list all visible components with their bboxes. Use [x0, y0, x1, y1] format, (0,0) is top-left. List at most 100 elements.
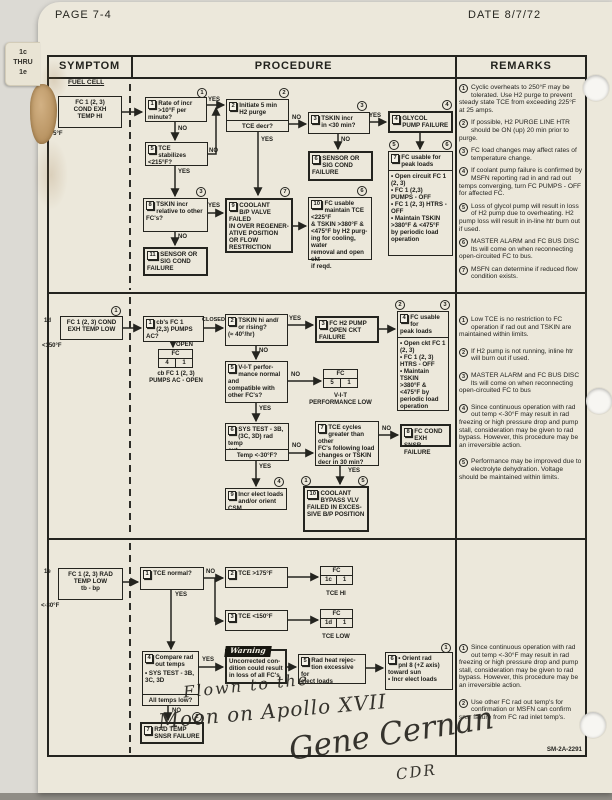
remark-ref-circle: 4	[442, 100, 452, 110]
remark-text: If possible, H2 PURGE LINE HTR should be…	[459, 119, 570, 142]
step-text: Initiate 5 min H2 purge	[239, 102, 278, 116]
step-text: COOLANT B/P VALVE FAILED IN OVER REGENER…	[229, 202, 289, 251]
step-number: 2	[228, 317, 237, 326]
branch-label-yes: YES	[369, 113, 382, 119]
step-number: 10	[307, 490, 319, 499]
step-number: 10	[311, 200, 323, 209]
remark-number: 3	[459, 147, 468, 157]
step-number: 2	[228, 570, 237, 579]
remark-text: Low TCE is no restriction to FC operatio…	[459, 316, 572, 339]
step-number: 1	[148, 100, 157, 109]
branch-label-yes: YES	[202, 657, 215, 663]
symptom-column-rule	[131, 55, 133, 78]
remark-text: If coolant pump failure is confirmed by …	[459, 167, 583, 198]
remark-text: Use other FC rad out temp's for confirma…	[459, 698, 572, 721]
panel-cell: 1	[342, 620, 347, 626]
remark-number: 2	[459, 347, 468, 357]
symptom-box-1e: FC 1 (2, 3) RAD TEMP LOW tb - bp	[58, 568, 123, 600]
remark-text: MASTER ALARM and FC BUS DISC lts will co…	[459, 371, 580, 395]
branch-label-no: NO	[259, 348, 268, 354]
remark-number: 2	[459, 698, 468, 708]
branch-label-yes: YES	[208, 97, 221, 103]
branch-label-yes: YES	[289, 316, 302, 322]
panel-cell: 5	[324, 379, 341, 387]
step-text: TSKIN incr in <30 min?	[321, 115, 356, 129]
step-text: TCE normal?	[153, 570, 192, 577]
step-text: • Orient rad pnl 8 (+Z axis) toward sun …	[388, 655, 440, 683]
branch-label-no: NO	[382, 426, 391, 432]
step-number: 1	[146, 319, 155, 328]
punch-hole	[586, 388, 612, 414]
column-header-symptom: SYMPTOM	[58, 60, 120, 72]
step-number: 3	[311, 115, 320, 124]
step-bullets: • Open circuit FC 1 (2, 3) • FC 1 (2,3) …	[389, 170, 452, 243]
step-number: 4	[400, 314, 409, 323]
symptom-text: FC 1 (2, 3) COND EXH TEMP HI	[73, 99, 107, 120]
flow-box-1e-6: 6• Orient rad pnl 8 (+Z axis) toward sun…	[385, 652, 453, 690]
symptom-threshold-1d: <150°F	[42, 343, 62, 349]
symptom-text: FC 1 (2, 3) COND EXH TEMP LOW	[66, 319, 117, 333]
step-bullets: • Open ckt FC 1 (2, 3) • FC 1 (2, 3) HTR…	[398, 337, 448, 410]
warning-text: Uncorrected con- dition could result in …	[229, 658, 283, 679]
remark-text: Since continuous operation with rad out …	[459, 644, 579, 689]
step-text: V-I-T perfor- mance normal and compatibl…	[228, 364, 281, 399]
remark-ref-circle: 2	[395, 300, 405, 310]
step-number: 11	[147, 251, 159, 260]
decision-sub-box: All temps low?	[141, 694, 200, 707]
branch-label-no: NO	[178, 234, 187, 240]
branch-label-no: NO	[178, 126, 187, 132]
panel-caption: TCE LOW	[322, 634, 350, 640]
step-number: 9	[228, 491, 237, 500]
branch-label-yes: YES	[178, 169, 191, 175]
scan-edge-shadow	[0, 793, 612, 800]
panel-cell: 1	[342, 577, 347, 583]
remark-ref-circle: 6	[442, 140, 452, 150]
step-text: TCE stabilizes <215°F?	[148, 145, 187, 166]
step-text: SENSOR OR SIG COND FAILURE	[312, 155, 360, 176]
panel-caption: V-I-T PERFORMANCE LOW	[309, 393, 372, 406]
step-number: 5	[301, 657, 310, 666]
remark-ref-circle: 7	[280, 187, 290, 197]
step-text: COOLANT BYPASS VLV FAILED IN EXCES- SIVE…	[307, 490, 365, 518]
symptom-threshold-1c: >175°F	[43, 131, 63, 137]
branch-label-yes: YES	[259, 464, 272, 470]
column-header-remarks: REMARKS	[490, 60, 552, 72]
remark-ref-circle: 6	[357, 186, 367, 196]
step-text: FC usable maintain TCE <225°F & TSKIN >3…	[311, 200, 368, 270]
decision-sub-box: Temp <-30°F?	[224, 449, 290, 462]
panel-cell: 1	[182, 360, 186, 366]
branch-label-open: OPEN	[176, 342, 194, 348]
panel-cell: 1c	[321, 576, 337, 584]
step-number: 2	[229, 102, 238, 111]
panel-caption: TCE HI	[326, 591, 346, 597]
remark-text: If H2 pump is not running, inline htr wi…	[471, 347, 574, 363]
step-text: FC usable for peak loads	[400, 314, 440, 335]
remark-ref-circle: 1	[301, 476, 311, 486]
remark-ref-circle: 5	[358, 476, 368, 486]
section-rule-1d-1e	[47, 538, 587, 540]
branch-label-no: NO	[172, 708, 181, 714]
remark-text: Loss of glycol pump will result in loss …	[459, 202, 580, 233]
step-text: TCE cycles greater than other FC's follo…	[318, 424, 375, 466]
remark-text: Performance may be improved due to elect…	[459, 458, 582, 481]
